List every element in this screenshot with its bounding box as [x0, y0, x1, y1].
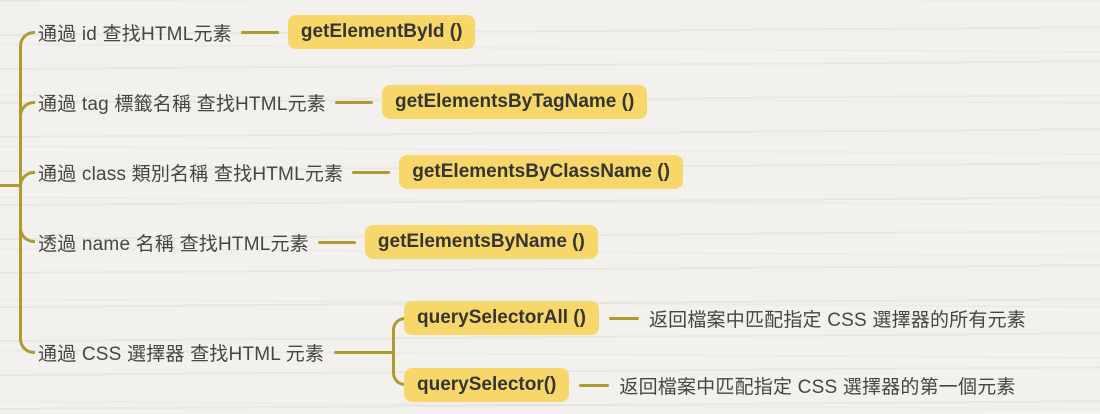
branch-curve-tag [19, 101, 35, 116]
method-node-query-selector[interactable]: querySelector() [404, 368, 570, 402]
branch-row-css: 通過 CSS 選擇器 查找HTML 元素 [38, 334, 394, 370]
branch-connector-line [334, 100, 373, 104]
branch-row-tag: 通過 tag 標籤名稱 查找HTML元素 getElementsByTagNam… [38, 84, 648, 120]
branch-connector-line [317, 240, 356, 244]
main-branch-bracket [19, 31, 35, 354]
method-node-get-elements-by-class-name[interactable]: getElementsByClassName () [399, 155, 683, 189]
method-node-get-elements-by-tag-name[interactable]: getElementsByTagName () [381, 85, 648, 119]
branch-label-tag[interactable]: 通過 tag 標籤名稱 查找HTML元素 [38, 93, 326, 115]
branch-connector-line [240, 30, 279, 34]
branch-curve-name [19, 228, 35, 243]
branch-row-name: 透過 name 名稱 查找HTML元素 getElementsByName () [38, 224, 598, 260]
branch-curve-class [19, 171, 35, 186]
branch-row-class: 通過 class 類別名稱 查找HTML元素 getElementsByClas… [38, 154, 683, 190]
branch-connector-line [334, 350, 394, 354]
branch-row-id: 通過 id 查找HTML元素 getElementById () [38, 14, 476, 50]
branch-connector-line [352, 170, 391, 174]
sub-branch-row-queryselectorall: querySelectorAll () 返回檔案中匹配指定 CSS 選擇器的所有… [404, 300, 1026, 336]
branch-label-class[interactable]: 通過 class 類別名稱 查找HTML元素 [38, 163, 344, 185]
branch-label-id[interactable]: 通過 id 查找HTML元素 [38, 23, 232, 45]
branch-label-name[interactable]: 透過 name 名稱 查找HTML元素 [38, 233, 309, 255]
sub-branch-row-queryselector: querySelector() 返回檔案中匹配指定 CSS 選擇器的第一個元素 [404, 367, 1016, 403]
method-node-get-elements-by-name[interactable]: getElementsByName () [364, 225, 598, 259]
note-connector-line [579, 383, 610, 387]
method-note-queryselectorall[interactable]: 返回檔案中匹配指定 CSS 選擇器的所有元素 [648, 309, 1026, 331]
root-connector-stub [0, 184, 22, 187]
method-note-queryselector[interactable]: 返回檔案中匹配指定 CSS 選擇器的第一個元素 [619, 376, 1016, 398]
note-connector-line [608, 316, 639, 320]
method-node-get-element-by-id[interactable]: getElementById () [287, 15, 476, 49]
method-node-query-selector-all[interactable]: querySelectorAll () [404, 301, 599, 335]
branch-label-css[interactable]: 通過 CSS 選擇器 查找HTML 元素 [38, 343, 325, 365]
